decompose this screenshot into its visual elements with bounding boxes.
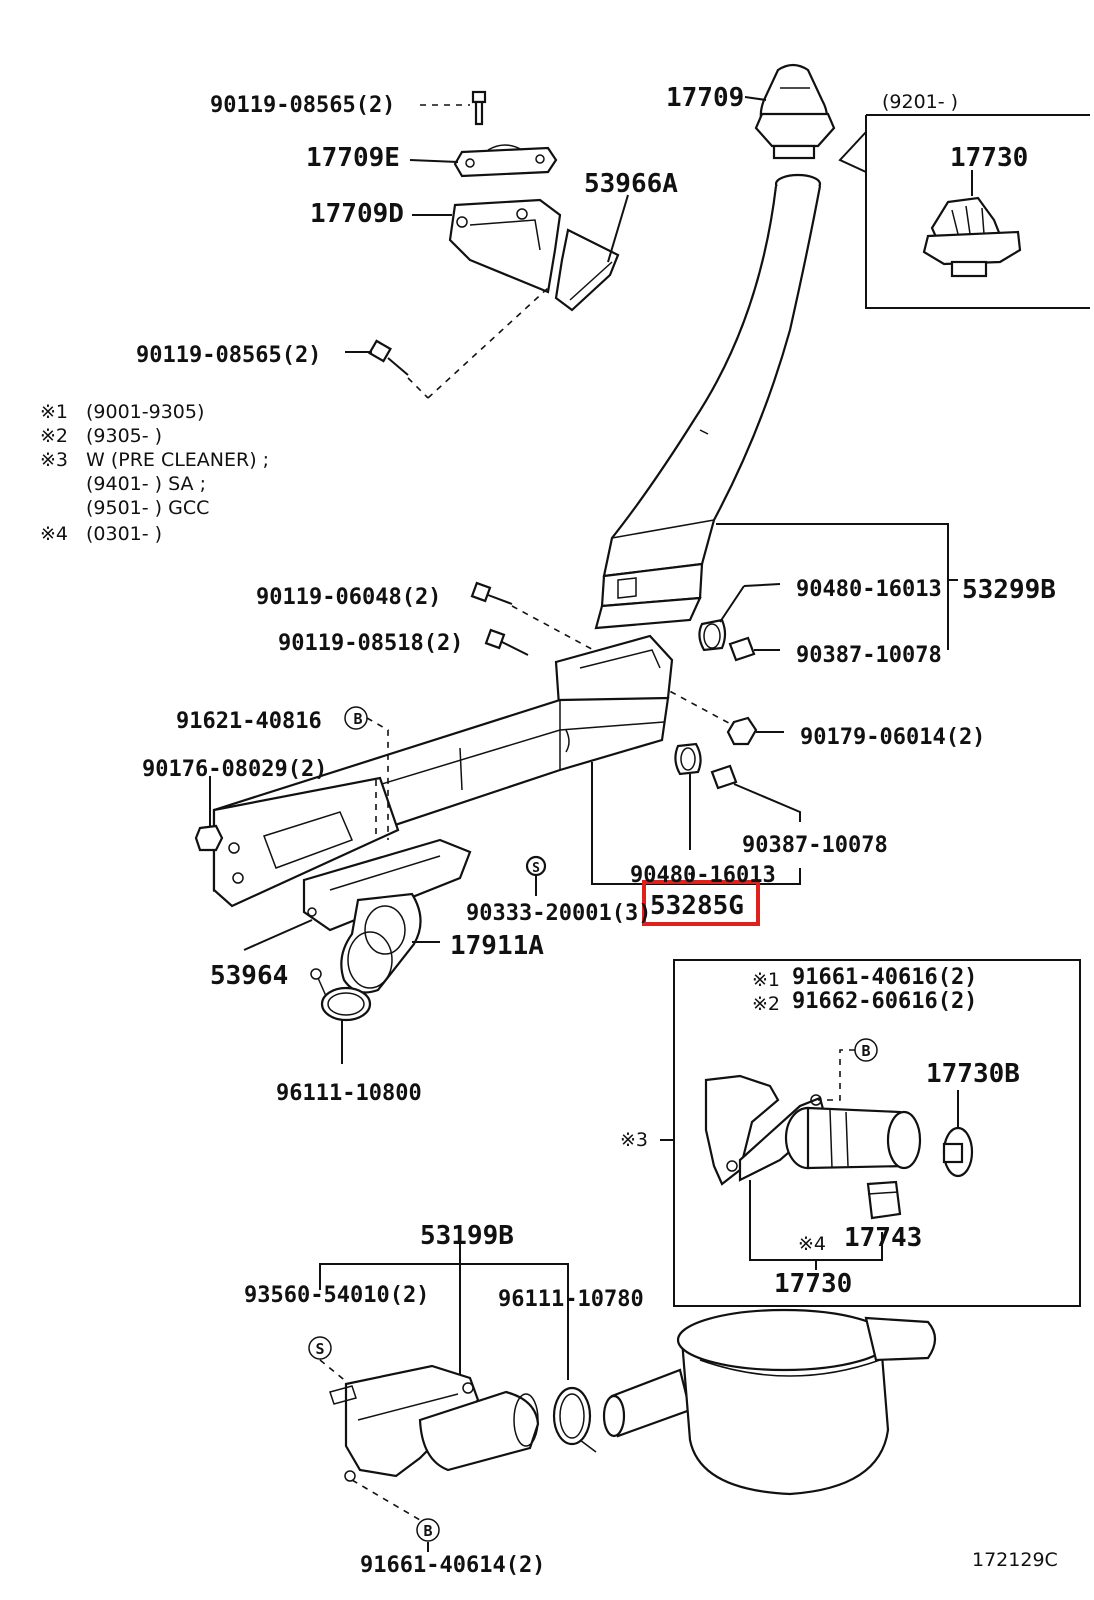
marker-b-top-letter: B bbox=[353, 710, 362, 728]
label-91661-40614: 91661-40614(2) bbox=[360, 1553, 545, 1578]
marker-s-bottom bbox=[308, 1336, 332, 1360]
valve-17743 bbox=[866, 1180, 902, 1220]
inset-box-9201 bbox=[838, 114, 1090, 309]
nut-90176-08029 bbox=[194, 824, 224, 852]
label-90119-08518: 90119-08518(2) bbox=[278, 631, 463, 656]
snorkel-cap-17709 bbox=[754, 63, 836, 160]
label-90176-08029: 90176-08029(2) bbox=[142, 757, 327, 782]
star-4-marker: ※4 bbox=[798, 1233, 826, 1255]
label-53285g: 53285G bbox=[650, 891, 744, 921]
label-17709e: 17709E bbox=[306, 143, 400, 173]
label-96111-10800: 96111-10800 bbox=[276, 1081, 422, 1106]
label-90179-06014: 90179-06014(2) bbox=[800, 725, 985, 750]
marker-s-bottom-letter: S bbox=[315, 1340, 324, 1358]
air-cleaner-canister bbox=[602, 1308, 937, 1496]
label-93560-54010: 93560-54010(2) bbox=[244, 1283, 429, 1308]
note-3-text: W (PRE CLEANER) ; bbox=[86, 449, 269, 471]
nut-90179-06014 bbox=[726, 716, 758, 746]
label-53966a: 53966A bbox=[584, 169, 678, 199]
label-90333-20001: 90333-20001(3) bbox=[466, 901, 651, 926]
clamp-17709e bbox=[453, 144, 558, 178]
snorkel-tube-53299b bbox=[594, 173, 822, 630]
label-90480-16013-mid: 90480-16013 bbox=[630, 863, 776, 888]
bolt-90119-08565-mid bbox=[368, 339, 409, 376]
marker-b-inset-letter: B bbox=[861, 1042, 870, 1060]
grommet-90480-16013-top bbox=[698, 618, 727, 652]
snorkel-head-17730 bbox=[922, 196, 1022, 278]
marker-b-bottom bbox=[416, 1518, 440, 1542]
note-3-mark: ※3 bbox=[40, 449, 68, 471]
label-9201: (9201- ) bbox=[882, 91, 958, 113]
star-3-marker: ※3 bbox=[620, 1129, 648, 1151]
note-2-text: (9305- ) bbox=[86, 425, 162, 447]
note-4-text: (0301- ) bbox=[86, 523, 162, 545]
star-2-marker: ※2 bbox=[752, 993, 780, 1015]
label-17730b: 17730B bbox=[926, 1059, 1020, 1089]
label-91621-40816: 91621-40816 bbox=[176, 709, 322, 734]
label-90387-10078-top: 90387-10078 bbox=[796, 643, 942, 668]
note-3-line3: (9501- ) GCC bbox=[86, 497, 209, 519]
note-1-text: (9001-9305) bbox=[86, 401, 204, 423]
pre-cleaner-17730 bbox=[704, 1074, 922, 1186]
flange-plate-53964 bbox=[212, 776, 472, 932]
label-17709d: 17709D bbox=[310, 199, 404, 229]
note-2-mark: ※2 bbox=[40, 425, 68, 447]
bracket-17709d bbox=[448, 198, 562, 294]
label-91662-60616: 91662-60616(2) bbox=[792, 989, 977, 1014]
bolt-90119-08565-top bbox=[471, 90, 487, 126]
label-17911a: 17911A bbox=[450, 931, 544, 961]
star-1-marker: ※1 bbox=[752, 969, 780, 991]
label-90480-16013-top: 90480-16013 bbox=[796, 577, 942, 602]
marker-s-90333-letter: S bbox=[532, 861, 540, 876]
label-53299b: 53299B bbox=[962, 575, 1056, 605]
label-90119-06048: 90119-06048(2) bbox=[256, 585, 441, 610]
highlight-box-53285g bbox=[642, 880, 760, 926]
label-53964: 53964 bbox=[210, 961, 288, 991]
plate-53966a bbox=[554, 228, 620, 312]
label-17709: 17709 bbox=[666, 83, 744, 113]
note-3-line2: (9401- ) SA ; bbox=[86, 473, 206, 495]
label-17730-top: 17730 bbox=[950, 143, 1028, 173]
label-17743: 17743 bbox=[844, 1223, 922, 1253]
label-90119-08565-top: 90119-08565(2) bbox=[210, 93, 395, 118]
label-90119-08565-mid: 90119-08565(2) bbox=[136, 343, 321, 368]
label-90387-10078-mid: 90387-10078 bbox=[742, 833, 888, 858]
marker-b-bottom-letter: B bbox=[423, 1522, 432, 1540]
label-96111-10780: 96111-10780 bbox=[498, 1287, 644, 1312]
label-91661-40616: 91661-40616(2) bbox=[792, 965, 977, 990]
label-17730-bottom: 17730 bbox=[774, 1269, 852, 1299]
note-4-mark: ※4 bbox=[40, 523, 68, 545]
label-53199b: 53199B bbox=[420, 1221, 514, 1251]
hose-clamp-96111-10800 bbox=[310, 968, 372, 1022]
clamp-17730b bbox=[942, 1126, 974, 1178]
collar-90387-10078-top bbox=[728, 636, 756, 662]
diagram-id: 172129C bbox=[972, 1549, 1058, 1571]
bolt-90119-06048 bbox=[470, 581, 513, 605]
hose-clamp-96111-10780 bbox=[552, 1386, 597, 1453]
elbow-53199b bbox=[329, 1364, 540, 1482]
grommet-90480-16013-mid bbox=[674, 742, 702, 776]
bolt-90119-08518 bbox=[484, 628, 529, 656]
note-1-mark: ※1 bbox=[40, 401, 68, 423]
inset-box-pre-cleaner bbox=[673, 959, 1081, 1307]
collar-90387-10078-mid bbox=[710, 764, 738, 790]
marker-s-90333 bbox=[525, 855, 547, 877]
